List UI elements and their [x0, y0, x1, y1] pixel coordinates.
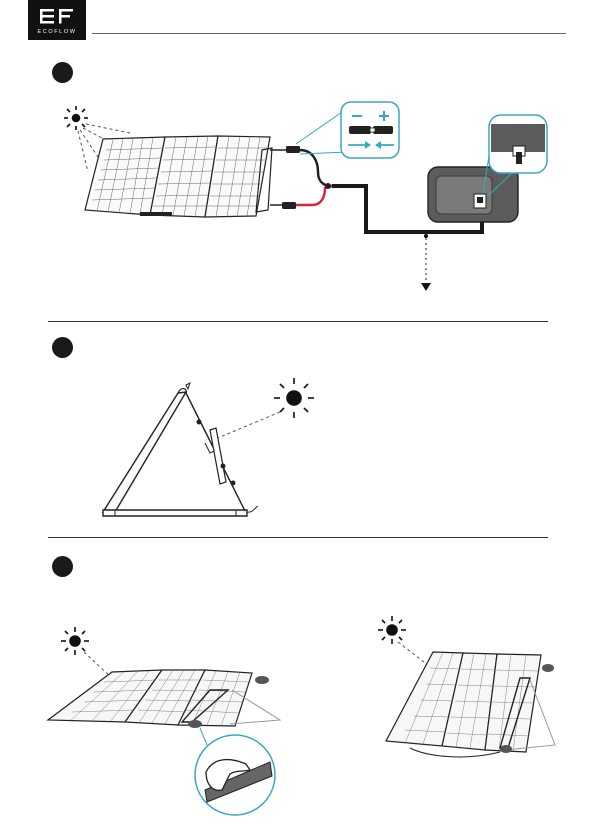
header-rule: [92, 33, 566, 34]
kickstand-setup-views: [0, 615, 596, 835]
power-station: [428, 167, 518, 222]
ecoflow-wordmark: ECOFLOW: [37, 29, 76, 35]
solar-panel-low-angle: [48, 670, 252, 726]
angle-side-view: [0, 370, 596, 530]
sun-icon: [61, 627, 89, 655]
ecoflow-logo: ECOFLOW: [28, 0, 86, 40]
kickstand-bar: [210, 428, 226, 484]
solar-panel-high-angle: [386, 652, 541, 752]
mc4-connector-plus: [282, 202, 296, 209]
panel-side-profile: [103, 392, 247, 516]
section-divider-1: [48, 321, 548, 322]
step-marker-3: [52, 556, 73, 577]
black-cable: [300, 150, 332, 186]
step-marker-2: [52, 337, 73, 358]
hand-callout: [195, 728, 275, 815]
panel-handle: [140, 212, 172, 216]
mc4-connector-minus: [286, 146, 300, 153]
red-cable: [296, 186, 332, 205]
step-marker-1: [52, 62, 73, 83]
section-divider-2: [48, 537, 548, 538]
polarity-callout: [296, 102, 399, 158]
connection-diagram: [0, 95, 596, 295]
sun-icon: [378, 616, 406, 644]
direction-arrow-icon: [421, 283, 431, 291]
sun-ray: [213, 412, 280, 440]
sun-icon: [64, 106, 88, 130]
